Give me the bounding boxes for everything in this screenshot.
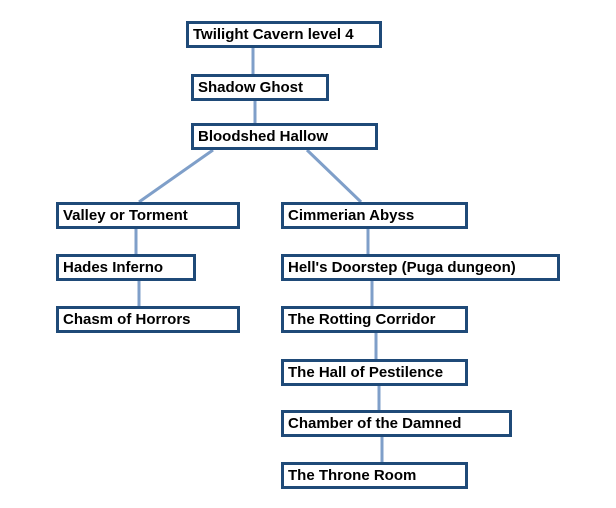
edge-bloodshed-hallow-to-cimmerian-abyss	[305, 148, 363, 204]
node-the-throne-room: The Throne Room	[281, 462, 468, 489]
node-hades-inferno: Hades Inferno	[56, 254, 196, 281]
node-hells-doorstep: Hell's Doorstep (Puga dungeon)	[281, 254, 560, 281]
node-shadow-ghost: Shadow Ghost	[191, 74, 329, 101]
edge-bloodshed-hallow-to-valley-or-torment	[138, 148, 214, 204]
node-chamber-of-the-damned: Chamber of the Damned	[281, 410, 512, 437]
node-the-rotting-corridor: The Rotting Corridor	[281, 306, 468, 333]
node-bloodshed-hallow: Bloodshed Hallow	[191, 123, 378, 150]
node-twilight-cavern-level-4: Twilight Cavern level 4	[186, 21, 382, 48]
node-the-hall-of-pestilence: The Hall of Pestilence	[281, 359, 468, 386]
node-cimmerian-abyss: Cimmerian Abyss	[281, 202, 468, 229]
node-valley-or-torment: Valley or Torment	[56, 202, 240, 229]
node-chasm-of-horrors: Chasm of Horrors	[56, 306, 240, 333]
